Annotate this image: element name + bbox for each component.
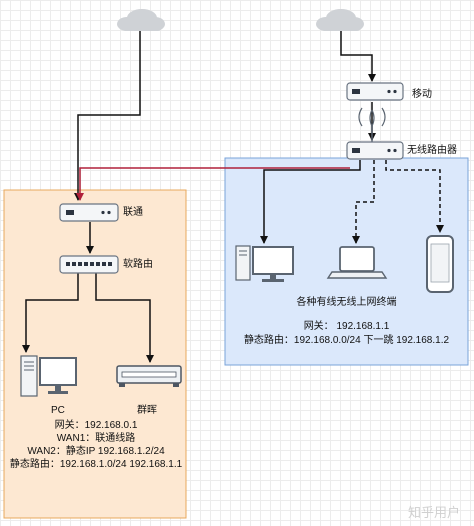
wireless-gateway-note: 网关： 192.168.1.1 — [303, 321, 390, 332]
modem-icon — [59, 203, 119, 222]
link-cloud-to-mobile — [340, 31, 376, 82]
cloud-icon — [117, 9, 165, 31]
server-icon — [116, 365, 182, 387]
modem-icon — [346, 82, 404, 101]
link-router-to-unicom — [76, 167, 350, 201]
wireless-clients-label: 各种有线无线上网终端 — [296, 297, 397, 308]
mobile-modem-label: 移动 — [412, 89, 432, 100]
home-lan-zone — [3, 189, 187, 519]
pc-label: PC — [51, 405, 65, 416]
switch-icon — [59, 255, 119, 274]
soft-router-label: 软路由 — [123, 259, 153, 270]
home-static-route-note: 静态路由：192.168.1.0/24 192.168.1.1 — [9, 459, 183, 470]
desktop-pc-icon — [20, 355, 77, 397]
laptop-icon — [326, 246, 388, 279]
home-gateway-note: 网关：192.168.0.1 — [54, 420, 138, 431]
link-router-to-phone — [385, 160, 444, 233]
link-softrouter-to-nas — [95, 273, 154, 363]
link-cloud-to-unicom — [74, 31, 141, 201]
wireless-static-route-note: 静态路由：192.168.0.0/24 下一跳 192.168.1.2 — [243, 335, 450, 346]
wireless-router-label: 无线路由器 — [407, 145, 457, 156]
phone-icon — [426, 235, 454, 293]
watermark: 知乎用户 — [408, 505, 461, 520]
link-router-to-laptop — [352, 160, 375, 244]
link-router-to-desktop — [260, 160, 361, 244]
router-icon — [346, 107, 404, 160]
link-softrouter-to-pc — [22, 273, 79, 353]
nas-label: 群晖 — [137, 405, 157, 416]
wan2-note: WAN2：静态IP 192.168.1.2/24 — [27, 446, 165, 457]
unicom-modem-label: 联通 — [123, 207, 143, 218]
desktop-pc-icon — [235, 245, 294, 282]
wan1-note: WAN1：联通线路 — [56, 433, 136, 444]
cloud-icon — [316, 9, 364, 31]
